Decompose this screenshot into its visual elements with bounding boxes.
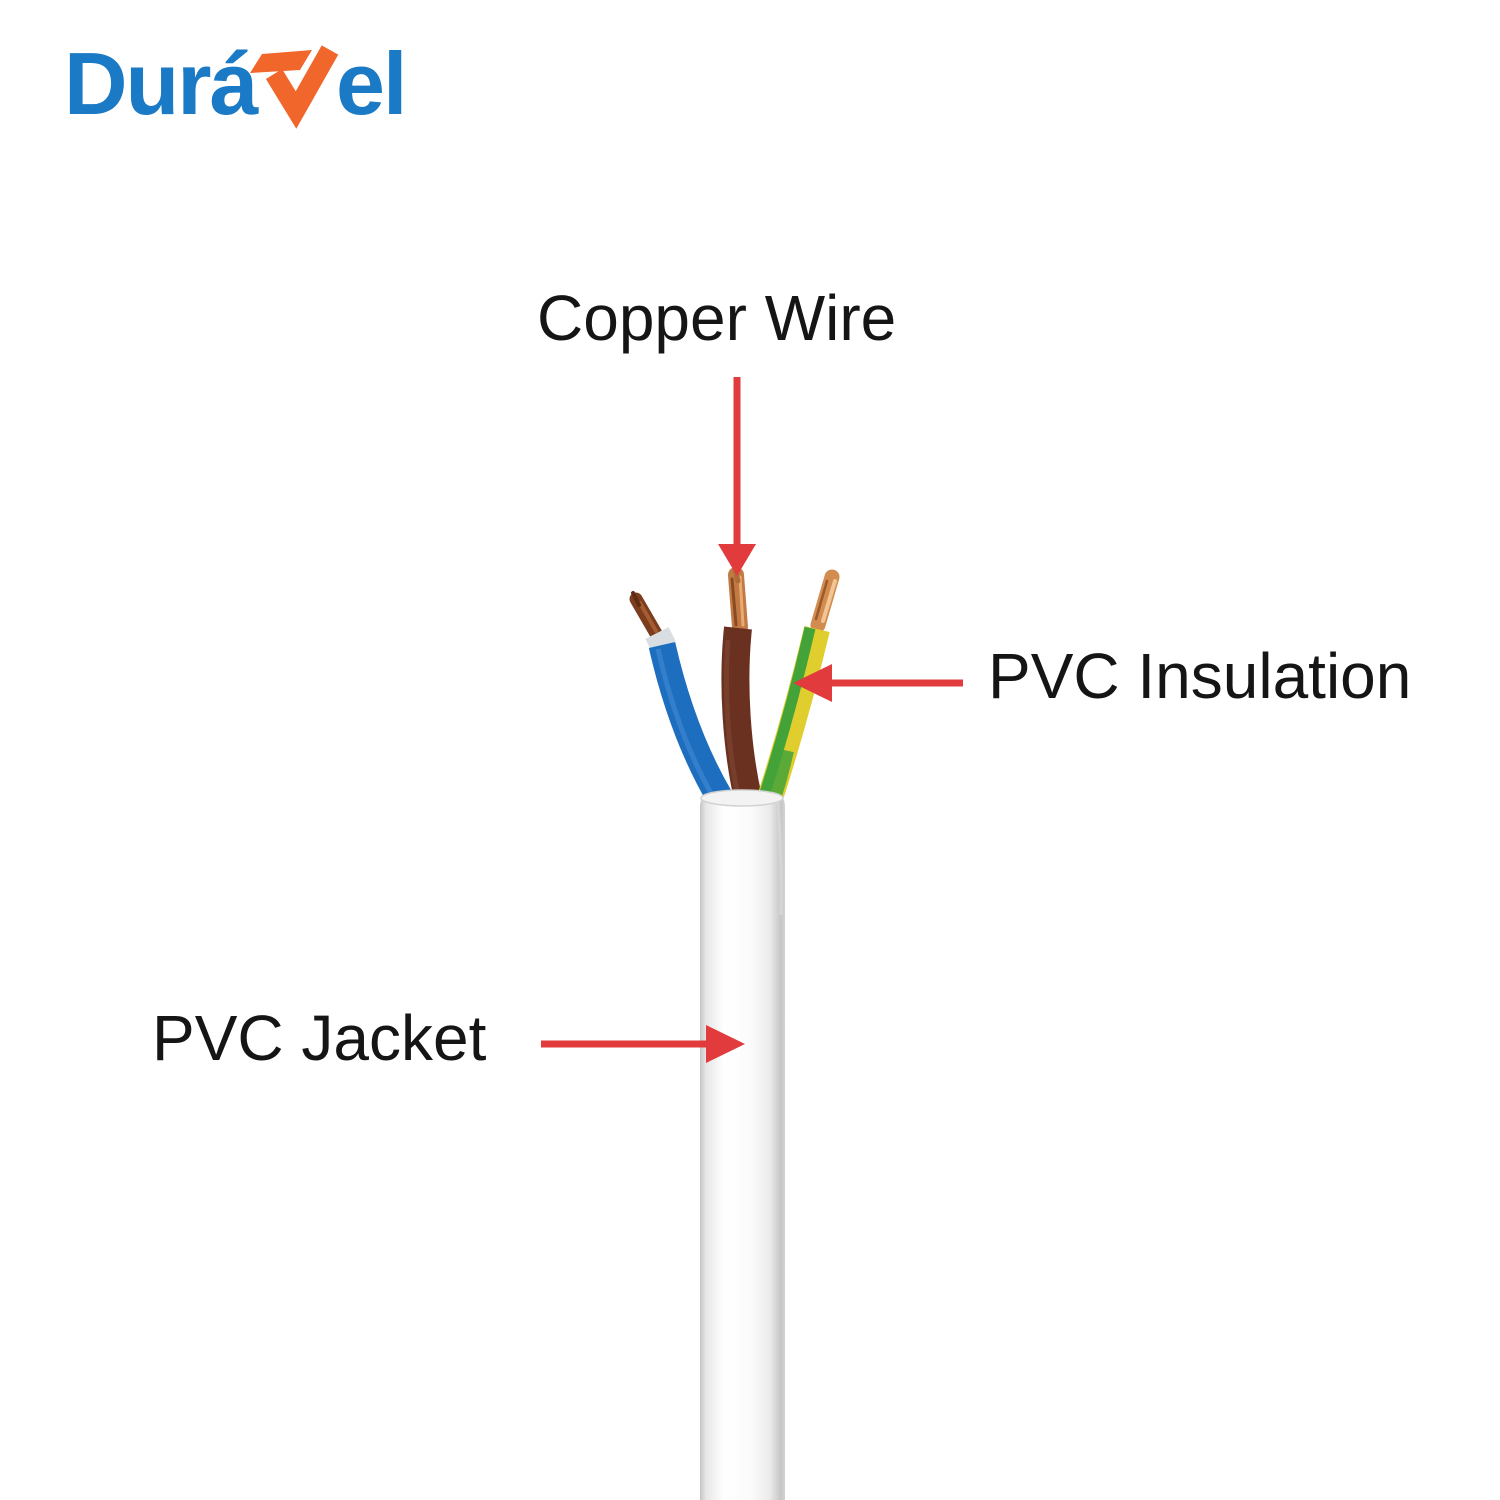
pvc-jacket-label: PVC Jacket [152, 1002, 487, 1074]
jacket-opening-rim [700, 789, 784, 807]
blue-wire-insulation [648, 642, 732, 805]
brown-wire-copper-tip [728, 567, 748, 635]
blue-wire-ferrule [645, 627, 676, 653]
earth-wire-copper-tip [810, 569, 840, 633]
blue-wire [629, 591, 732, 805]
copper-wire-label: Copper Wire [537, 282, 897, 354]
pvc-jacket-tube [700, 789, 785, 1500]
copper-wire-arrow-icon [718, 377, 756, 576]
brand-logo: Durá el [64, 40, 444, 152]
logo-v-mark-icon [250, 45, 339, 129]
cable-illustration [629, 566, 840, 1500]
brown-wire [721, 566, 762, 802]
pvc-insulation-label: PVC Insulation [988, 640, 1412, 712]
brown-wire-insulation [721, 626, 762, 802]
earth-wire [757, 569, 840, 802]
logo-text-dura: Durá [64, 34, 258, 133]
logo-text-el: el [336, 34, 407, 133]
